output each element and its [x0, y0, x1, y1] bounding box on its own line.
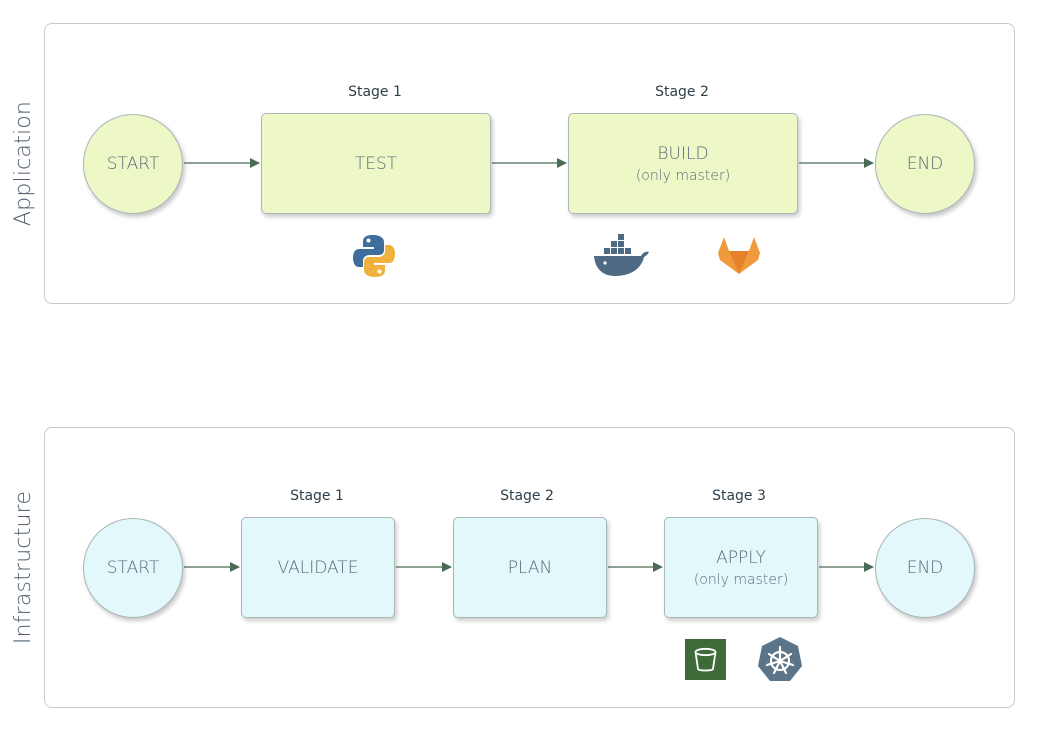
application-stage1-label: Stage 1 [348, 84, 402, 100]
application-test-label: TEST [354, 153, 398, 174]
infrastructure-apply-node: APPLY (only master) [664, 517, 818, 618]
application-end-label: END [906, 154, 944, 174]
storage-bucket-icon [685, 639, 726, 680]
infrastructure-validate-label: VALIDATE [277, 557, 359, 578]
gitlab-icon [718, 237, 760, 274]
infrastructure-stage1-label: Stage 1 [290, 488, 344, 504]
infrastructure-stage2-label: Stage 2 [500, 488, 554, 504]
infrastructure-plan-node: PLAN [453, 517, 607, 618]
kubernetes-icon [758, 637, 802, 681]
application-build-node: BUILD (only master) [568, 113, 798, 214]
application-start-node: START [83, 114, 183, 214]
infrastructure-end-label: END [906, 558, 944, 578]
infrastructure-apply-note: (only master) [693, 571, 789, 588]
application-build-note: (only master) [635, 167, 731, 184]
python-icon [353, 235, 395, 277]
infrastructure-validate-node: VALIDATE [241, 517, 395, 618]
application-stage2-label: Stage 2 [655, 84, 709, 100]
infrastructure-start-label: START [106, 558, 160, 578]
application-build-label: BUILD [657, 143, 709, 164]
application-end-node: END [875, 114, 975, 214]
infrastructure-end-node: END [875, 518, 975, 618]
infrastructure-plan-label: PLAN [507, 557, 553, 578]
application-start-label: START [106, 154, 160, 174]
application-test-node: TEST [261, 113, 491, 214]
infrastructure-apply-label: APPLY [716, 547, 766, 568]
infrastructure-stage3-label: Stage 3 [712, 488, 766, 504]
docker-icon [594, 234, 649, 276]
infrastructure-start-node: START [83, 518, 183, 618]
